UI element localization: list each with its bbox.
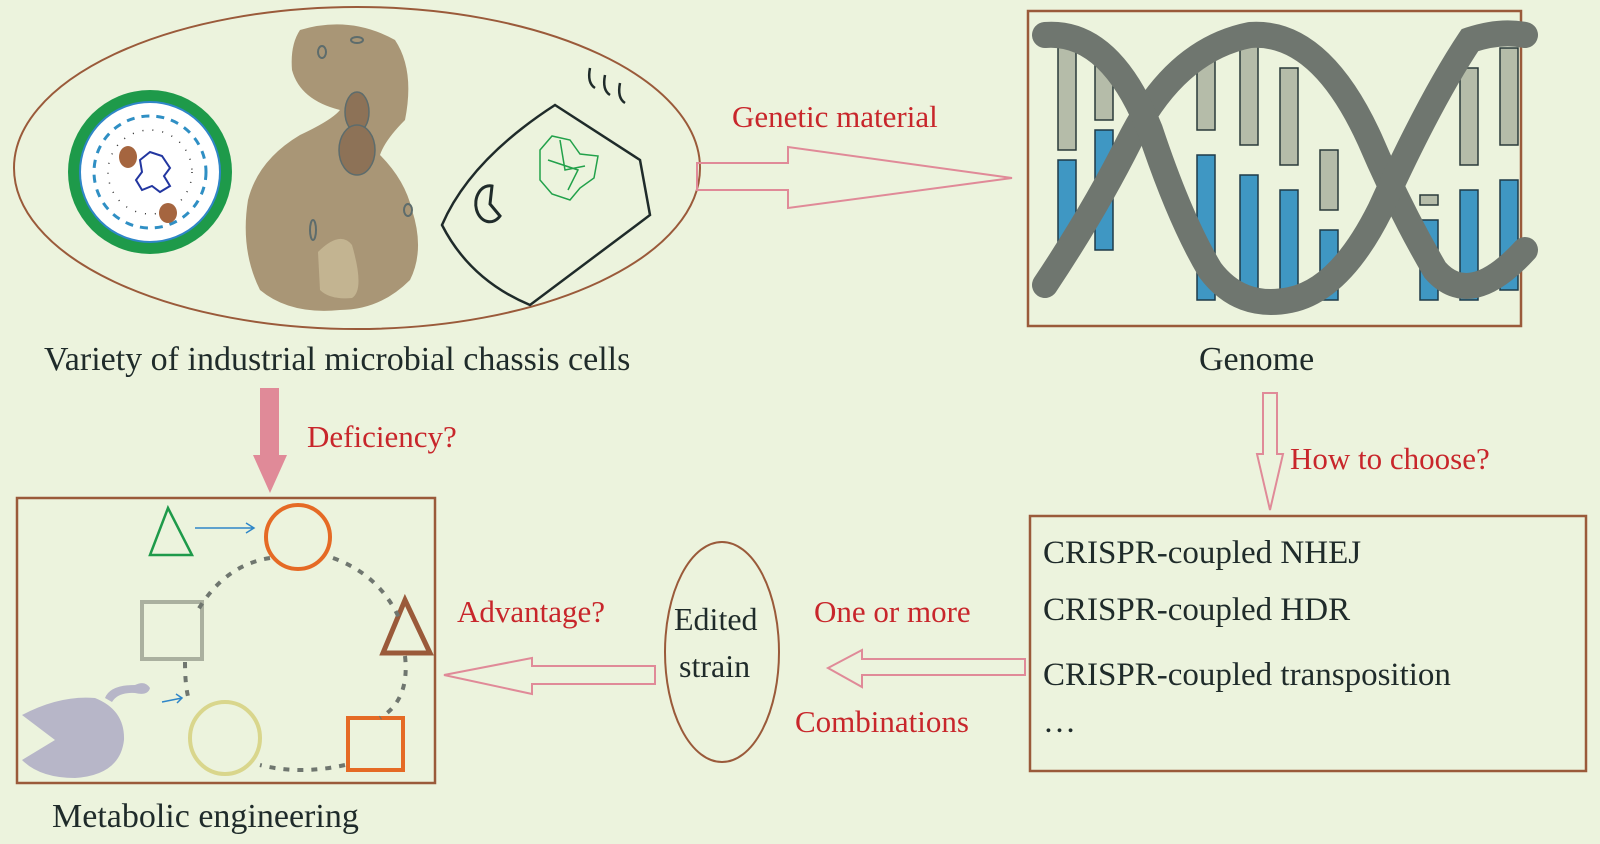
genetic-material-arrow	[696, 145, 1013, 210]
edited-strain-label-line1: Edited	[674, 601, 758, 637]
edited-strain-ellipse	[664, 541, 780, 763]
method-item: CRISPR-coupled transposition	[1043, 657, 1451, 693]
dna-grey-base	[1319, 149, 1339, 211]
orange-square-icon	[346, 716, 405, 772]
edited-strain-label-line2: strain	[679, 648, 751, 684]
chassis-ellipse	[13, 6, 701, 330]
method-item: CRISPR-coupled HDR	[1043, 592, 1351, 628]
method-item: …	[1043, 704, 1076, 740]
genome-label: Genome	[1199, 341, 1315, 378]
bacterium-cell-icon	[440, 67, 652, 307]
genome-box	[1026, 9, 1538, 328]
orange-circle-icon	[264, 503, 332, 571]
one-or-more-label: One or more	[814, 594, 971, 629]
methods-to-strain-arrow	[825, 648, 1026, 689]
small-arrow-icon	[195, 522, 256, 534]
green-triangle-icon	[148, 504, 195, 557]
metabolic-engineering-label: Metabolic engineering	[52, 798, 359, 835]
chassis-cells-group	[13, 6, 701, 330]
how-to-choose-label: How to choose?	[1290, 441, 1490, 476]
chassis-cells-label: Variety of industrial microbial chassis …	[44, 341, 631, 378]
enzyme-icon	[22, 697, 125, 778]
dna-grey-base	[1239, 44, 1259, 146]
dna-grey-base	[1499, 47, 1519, 146]
how-to-choose-arrow	[1255, 392, 1285, 511]
brown-triangle-icon	[379, 593, 434, 656]
methods-box	[1028, 514, 1588, 773]
dna-blue-base	[1279, 189, 1299, 301]
grey-square-icon	[140, 600, 204, 661]
dna-grey-base	[1419, 194, 1439, 206]
dna-grey-base	[1279, 67, 1299, 166]
dna-blue-base	[1239, 174, 1259, 301]
deficiency-label: Deficiency?	[307, 419, 457, 454]
yellow-circle-icon	[188, 700, 262, 776]
dna-grey-base	[1459, 67, 1479, 166]
dna-grey-base	[1057, 44, 1077, 151]
strain-to-metabolic-arrow	[443, 656, 656, 696]
deficiency-arrow	[253, 388, 287, 493]
combinations-label: Combinations	[795, 704, 969, 739]
pathway-dashed-path	[183, 556, 408, 772]
dna-backbone-icon	[1032, 20, 1538, 315]
method-item: CRISPR-coupled NHEJ	[1043, 535, 1362, 571]
yeast-cell-icon	[245, 24, 419, 311]
algae-cell-icon	[68, 90, 232, 254]
advantage-label: Advantage?	[457, 594, 606, 629]
metabolic-engineering-box	[15, 496, 437, 785]
genetic-material-label: Genetic material	[732, 99, 938, 134]
